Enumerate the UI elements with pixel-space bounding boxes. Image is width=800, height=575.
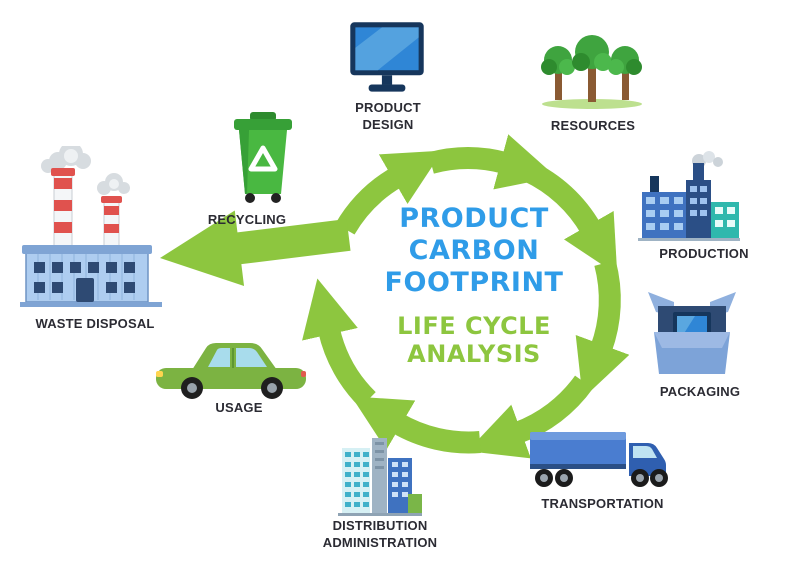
office-buildings-icon	[338, 438, 422, 516]
waste-disposal-arrow	[160, 210, 351, 286]
waste-factory-icon	[20, 146, 162, 307]
stage-label-recycling: RECYCLING	[207, 212, 287, 227]
title-line-2: CARBON	[408, 234, 540, 266]
subtitle-line-1: LIFE CYCLE	[397, 311, 551, 340]
stage-label-waste-disposal: WASTE DISPOSAL	[35, 316, 155, 331]
stage-label-transportation: TRANSPORTATION	[541, 496, 664, 511]
car-icon	[156, 343, 306, 399]
subtitle-block: LIFE CYCLE ANALYSIS	[368, 312, 580, 370]
stage-label-usage: USAGE	[215, 400, 263, 415]
trees-icon	[541, 35, 642, 109]
truck-icon	[530, 432, 668, 487]
factory-icon	[638, 151, 740, 241]
stage-label-resources: RESOURCES	[550, 118, 636, 133]
title-line-1: PRODUCT	[399, 203, 549, 234]
stage-label-distribution-administration: DISTRIBUTION ADMINISTRATION	[322, 518, 438, 550]
stage-label-product-design: PRODUCT DESIGN	[355, 100, 421, 132]
recycle-bin-icon	[234, 112, 292, 203]
open-box-monitor-icon	[648, 292, 736, 374]
center-title-block: PRODUCT CARBON FOOTPRINT LIFE CYCLE ANAL…	[368, 203, 580, 369]
stage-label-production: PRODUCTION	[659, 246, 749, 261]
cycle-arc-segments	[302, 134, 630, 459]
stage-label-packaging: PACKAGING	[659, 384, 741, 399]
title-line-3: FOOTPRINT	[384, 266, 564, 298]
subtitle-line-2: ANALYSIS	[407, 340, 541, 369]
computer-monitor-icon	[350, 22, 424, 92]
